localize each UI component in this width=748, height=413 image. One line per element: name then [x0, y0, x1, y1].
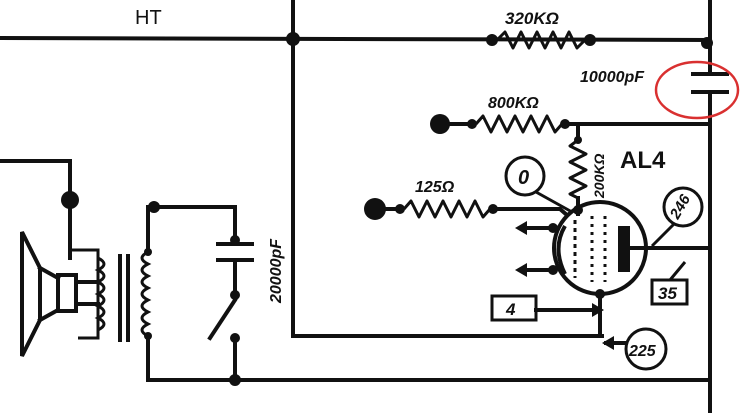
main-supply-wire — [291, 0, 604, 338]
transformer-icon — [94, 248, 152, 342]
resistor-320k — [495, 30, 587, 50]
box-35: 35 — [650, 261, 689, 306]
highlight-circle — [654, 60, 740, 120]
tube-label: AL4 — [620, 147, 666, 174]
r-200k-label: 200KΩ — [591, 154, 607, 199]
c-10000pf-label: 10000pF — [580, 69, 645, 86]
box-4-label: 4 — [505, 300, 516, 319]
r-125-label: 125Ω — [415, 179, 455, 196]
primary-top-wire — [146, 205, 237, 254]
node-225-label: 225 — [628, 343, 657, 360]
node-0-marker: 0 — [504, 155, 573, 214]
ht-label: HT — [135, 7, 162, 29]
resistor-800k — [430, 114, 712, 134]
speaker-icon — [20, 231, 100, 357]
box-4: 4 — [490, 294, 604, 322]
c-20000pf-label: 20000pF — [268, 238, 285, 304]
node-246-marker: 246 — [650, 186, 704, 248]
capacitor-small — [216, 235, 254, 300]
resistor-125 — [364, 198, 578, 225]
primary-bottom-wire — [146, 334, 712, 382]
r-320k-label: 320KΩ — [505, 9, 559, 28]
node-225-marker: 225 — [602, 327, 668, 371]
left-feed-wire — [0, 159, 72, 260]
ht-rail — [0, 32, 713, 49]
junction-primary — [148, 201, 160, 213]
left-terminal — [61, 191, 79, 209]
node-0-label: 0 — [518, 167, 529, 189]
switch-icon — [207, 297, 240, 382]
capacitor-10000pf — [691, 0, 729, 413]
box-35-label: 35 — [658, 284, 677, 303]
resistor-200k — [568, 122, 588, 212]
vacuum-tube-icon — [515, 200, 654, 338]
r-800k-label: 800KΩ — [488, 95, 539, 112]
